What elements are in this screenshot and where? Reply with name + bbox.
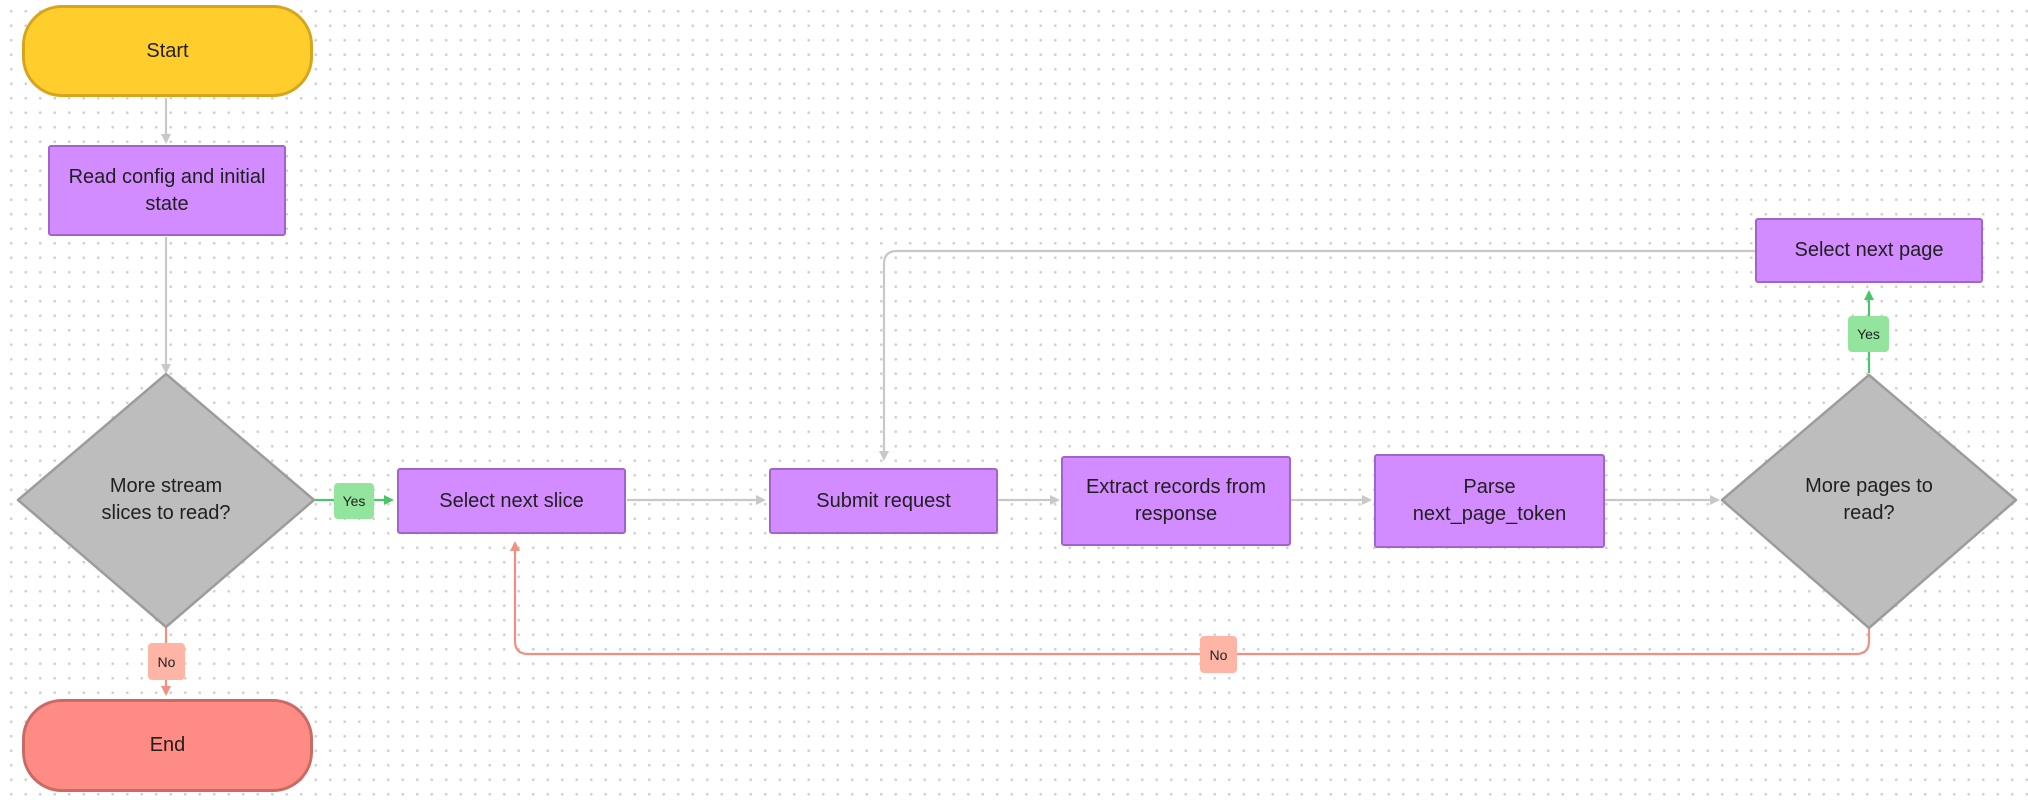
select-next-page-label: Select next page <box>1794 239 1944 261</box>
decision-diamond-more-pages <box>1720 373 2018 630</box>
more-pages-label: More pages to read? <box>1805 475 1933 524</box>
pages-no-badge: No <box>1200 636 1237 673</box>
read-config-node: Read config and initial state <box>48 145 286 236</box>
select-next-slice-node: Select next slice <box>397 468 626 534</box>
submit-request-label: Submit request <box>816 489 951 512</box>
decision-diamond-more-slices <box>16 372 316 629</box>
select-next-slice-label: Select next slice <box>439 489 584 512</box>
select-next-page-node: Select next page <box>1755 218 1983 283</box>
parse-next-page-token-node: Parse next_page_token <box>1374 454 1605 548</box>
end-label: End <box>149 734 186 756</box>
parse-next-page-token-label: Parse next_page_token <box>1412 476 1567 525</box>
edge-select-page-to-submit <box>879 249 1755 461</box>
more-slices-label: More stream slices to read? <box>101 475 231 524</box>
extract-records-label: Extract records from response <box>1085 476 1267 525</box>
pages-yes-badge: Yes <box>1848 316 1889 352</box>
start-node: Start <box>22 5 313 97</box>
slices-yes-badge: Yes <box>334 483 374 519</box>
end-node: End <box>22 699 313 792</box>
start-label: Start <box>146 39 189 62</box>
slices-no-badge: No <box>148 643 185 680</box>
read-config-label: Read config and initial state <box>68 165 266 215</box>
edge-more-pages-no <box>510 541 1871 656</box>
submit-request-node: Submit request <box>769 468 998 534</box>
extract-records-node: Extract records from response <box>1061 456 1291 546</box>
